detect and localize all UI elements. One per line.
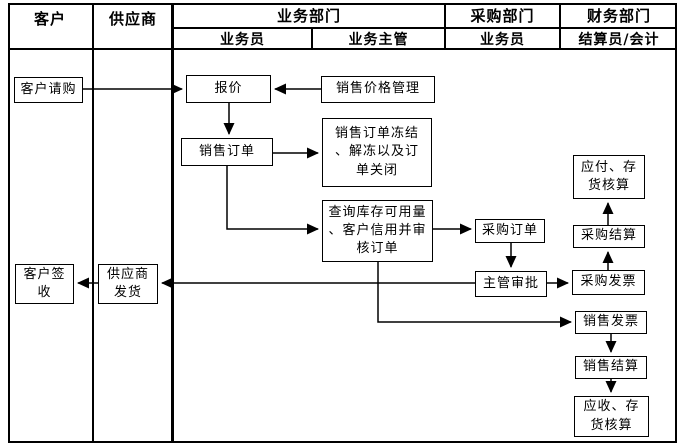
lane-subheader-accountant: 结算员/会计 bbox=[578, 31, 660, 48]
node-sales-price-management: 销售价格管理 bbox=[321, 76, 435, 103]
lane-header-purchasing-dept: 采购部门 bbox=[470, 7, 535, 25]
node-sales-settlement: 销售结算 bbox=[575, 356, 647, 379]
lane-header-finance-dept: 财务部门 bbox=[586, 7, 651, 25]
header-subrow-line bbox=[173, 27, 677, 29]
node-supplier-delivery: 供应商 发货 bbox=[98, 264, 158, 304]
header-divider-purchasing-finance bbox=[559, 3, 561, 50]
node-receivable-inventory-accounting: 应收、存 货核算 bbox=[574, 396, 649, 437]
node-payable-inventory-accounting: 应付、存 货核算 bbox=[573, 155, 645, 199]
node-customer-request: 客户请购 bbox=[14, 77, 83, 103]
node-sales-order-freeze-close: 销售订单冻结 、解冻以及订 单关闭 bbox=[322, 118, 432, 187]
header-divider-sales-supervisor bbox=[311, 27, 313, 50]
lane-header-supplier: 供应商 bbox=[108, 9, 157, 28]
table-outer-border bbox=[8, 3, 677, 443]
header-divider-business-purchasing bbox=[444, 3, 446, 50]
lane-subheader-purchasing-clerk: 业务员 bbox=[480, 31, 525, 48]
node-purchase-order: 采购订单 bbox=[475, 219, 545, 243]
node-sales-invoice: 销售发票 bbox=[575, 311, 647, 334]
lane-divider-supplier-business bbox=[171, 3, 174, 443]
node-purchase-invoice: 采购发票 bbox=[572, 270, 645, 295]
node-quotation: 报价 bbox=[186, 75, 271, 103]
lane-header-business-dept: 业务部门 bbox=[276, 7, 341, 25]
lane-divider-customer-supplier bbox=[92, 3, 94, 443]
node-check-inventory-credit-audit: 查询库存可用量 、客户信用并审 核订单 bbox=[322, 200, 433, 262]
node-supervisor-approval: 主管审批 bbox=[475, 271, 547, 297]
lane-header-customer: 客户 bbox=[33, 9, 66, 28]
node-purchase-settlement: 采购结算 bbox=[573, 225, 645, 248]
lane-subheader-salesperson: 业务员 bbox=[220, 31, 265, 48]
node-customer-sign-receipt: 客户签 收 bbox=[15, 264, 74, 304]
header-bottom-line bbox=[8, 48, 677, 50]
node-sales-order: 销售订单 bbox=[181, 138, 273, 166]
lane-subheader-sales-supervisor: 业务主管 bbox=[348, 31, 409, 48]
